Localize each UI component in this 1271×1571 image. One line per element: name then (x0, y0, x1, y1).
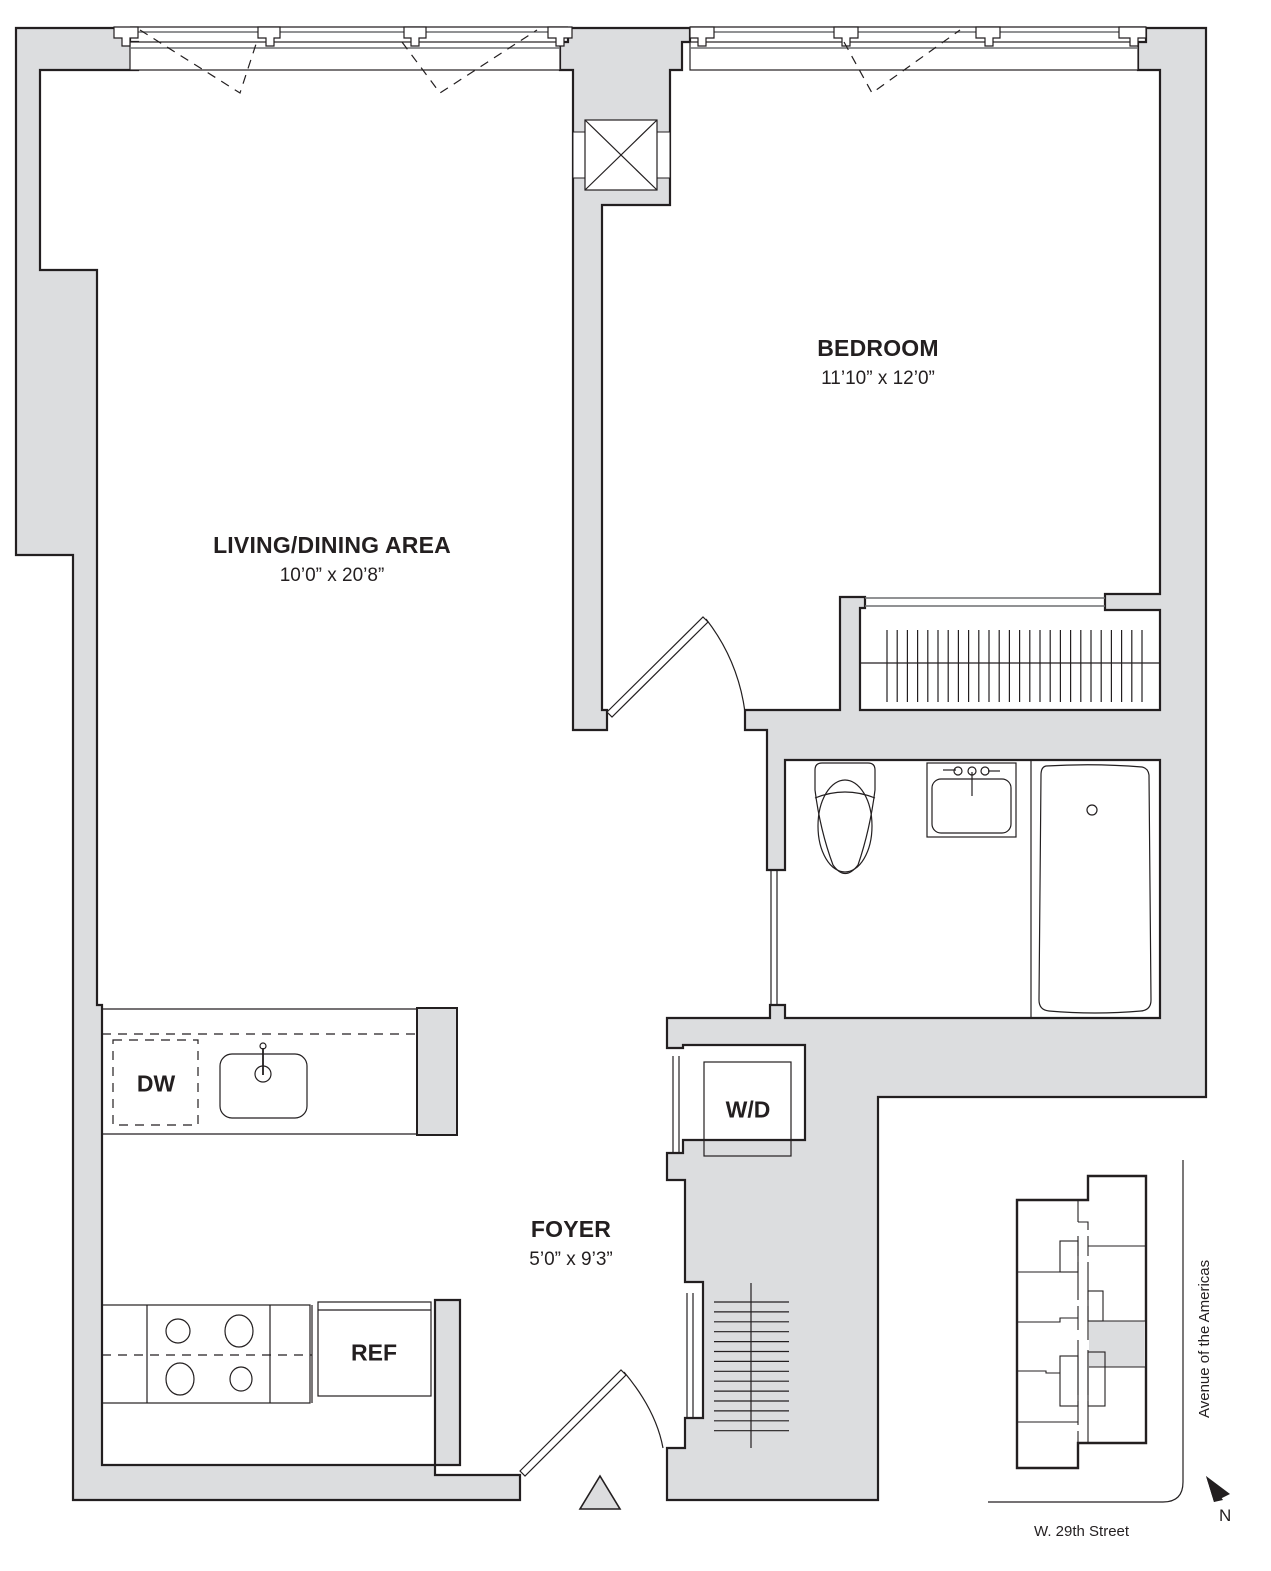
entry-door (519, 1369, 664, 1477)
highlighted-unit (1089, 1321, 1145, 1367)
washer-dryer-closet (672, 1056, 792, 1157)
kitchen-island (102, 1007, 458, 1136)
bathroom (770, 760, 1152, 1018)
window-living-left (129, 26, 568, 71)
bathroom-sink-icon (926, 762, 1017, 838)
street-label-avenue-americas: Avenue of the Americas (1196, 1259, 1213, 1418)
foyer-closet (686, 1283, 789, 1448)
bedroom-door (606, 616, 746, 718)
washer-dryer-label: W/D (725, 1096, 771, 1123)
key-plan (988, 1160, 1230, 1503)
toilet-icon (814, 762, 876, 875)
bedroom-closet (860, 597, 1160, 702)
right-exterior-wall (665, 26, 1208, 1502)
entry-marker-triangle (578, 1474, 622, 1510)
north-label: N (1219, 1506, 1232, 1525)
kitchen-range-counter (101, 1304, 313, 1404)
room-name: FOYER (530, 1216, 612, 1242)
room-label-bedroom: BEDROOM 11’10” x 12’0” (817, 335, 939, 390)
refrigerator (317, 1301, 432, 1397)
room-name: BEDROOM (817, 335, 939, 361)
left-exterior-wall (14, 26, 522, 1502)
room-dimensions: 10’0” x 20’8” (279, 565, 385, 586)
room-name: LIVING/DINING AREA (213, 532, 451, 558)
dishwasher-label: DW (136, 1070, 176, 1097)
street-label-w29th: W. 29th Street (1034, 1523, 1130, 1540)
window-swing-indicators (139, 29, 961, 94)
mechanical-shaft (572, 119, 671, 191)
refrigerator-label: REF (351, 1339, 397, 1366)
bathtub-icon (1038, 764, 1152, 1014)
room-dimensions: 5’0” x 9’3” (529, 1249, 613, 1270)
room-dimensions: 11’10” x 12’0” (821, 368, 935, 389)
window-bedroom (689, 26, 1146, 71)
window-mullions (113, 26, 1147, 47)
room-label-foyer: FOYER 5’0” x 9’3” (529, 1216, 612, 1271)
room-label-living: LIVING/DINING AREA 10’0” x 20’8” (213, 532, 451, 587)
